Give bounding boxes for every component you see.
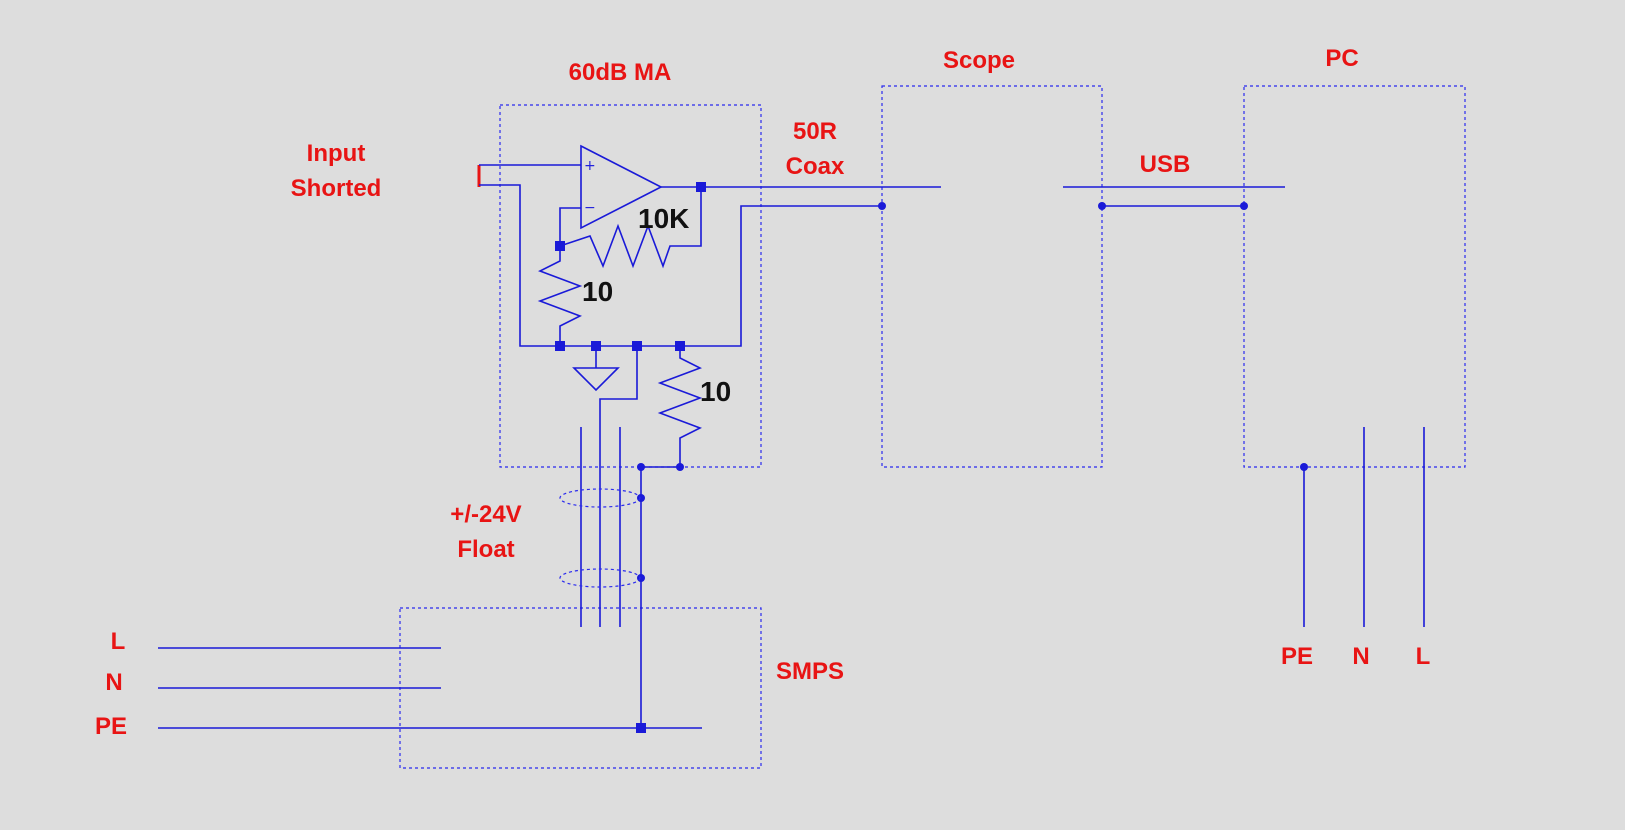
feedback-resistor: 10K bbox=[559, 187, 702, 269]
feedback-resistor-value: 10K bbox=[638, 203, 689, 234]
amp-block-outline bbox=[499, 104, 762, 468]
mains-left-l-label: L bbox=[111, 628, 126, 655]
inverting-input-wire bbox=[559, 207, 581, 246]
usb-node-pc bbox=[1240, 202, 1248, 210]
opamp-plus-sign: + bbox=[584, 158, 596, 174]
mains-right-n-label: N bbox=[1352, 643, 1369, 670]
amp-title: 60dB MA bbox=[569, 59, 672, 86]
mains-right-pe-label: PE bbox=[1281, 643, 1313, 670]
ground-resistor-node bbox=[676, 463, 684, 471]
coax-label-line2: Coax bbox=[786, 153, 845, 180]
supply-lines bbox=[580, 346, 638, 627]
cable-bundle-upper bbox=[559, 488, 641, 508]
input-label-line1: Input bbox=[307, 140, 366, 167]
pe-node-mid bbox=[637, 494, 645, 502]
ground-resistor: 10 bbox=[640, 346, 731, 468]
gain-resistor-value: 10 bbox=[582, 276, 613, 307]
ground-resistor-value: 10 bbox=[700, 376, 731, 407]
opamp-minus-sign: − bbox=[584, 200, 596, 216]
smps-mains-wires bbox=[158, 647, 702, 729]
smps-title: SMPS bbox=[776, 658, 844, 685]
mains-left-pe-label: PE bbox=[95, 713, 127, 740]
pe-node-low bbox=[637, 574, 645, 582]
ground-symbol bbox=[572, 346, 620, 392]
supply-label-line2: Float bbox=[457, 536, 514, 563]
pc-mains-wires bbox=[1303, 427, 1425, 627]
input-wiring bbox=[477, 164, 882, 347]
scope-block-outline bbox=[881, 85, 1103, 468]
pc-pe-node bbox=[1300, 463, 1308, 471]
scope-title: Scope bbox=[943, 47, 1015, 74]
cable-bundle-lower bbox=[559, 568, 641, 588]
smps-block-outline bbox=[399, 607, 762, 769]
input-label-line2: Shorted bbox=[291, 175, 382, 202]
mains-left-n-label: N bbox=[105, 669, 122, 696]
coax-label-line1: 50R bbox=[793, 118, 837, 145]
usb-label: USB bbox=[1140, 151, 1191, 178]
supply-label-line1: +/-24V bbox=[450, 501, 521, 528]
pc-block-outline bbox=[1243, 85, 1466, 468]
usb-cable bbox=[1063, 186, 1285, 207]
usb-node-scope bbox=[1098, 202, 1106, 210]
pc-title: PC bbox=[1325, 45, 1358, 72]
rail-node-1 bbox=[555, 341, 565, 351]
mains-right-l-label: L bbox=[1416, 643, 1431, 670]
pe-node-top bbox=[637, 463, 645, 471]
scope-input-node bbox=[878, 202, 886, 210]
opamp-symbol: + − bbox=[580, 144, 663, 230]
gain-resistor: 10 bbox=[537, 251, 613, 346]
